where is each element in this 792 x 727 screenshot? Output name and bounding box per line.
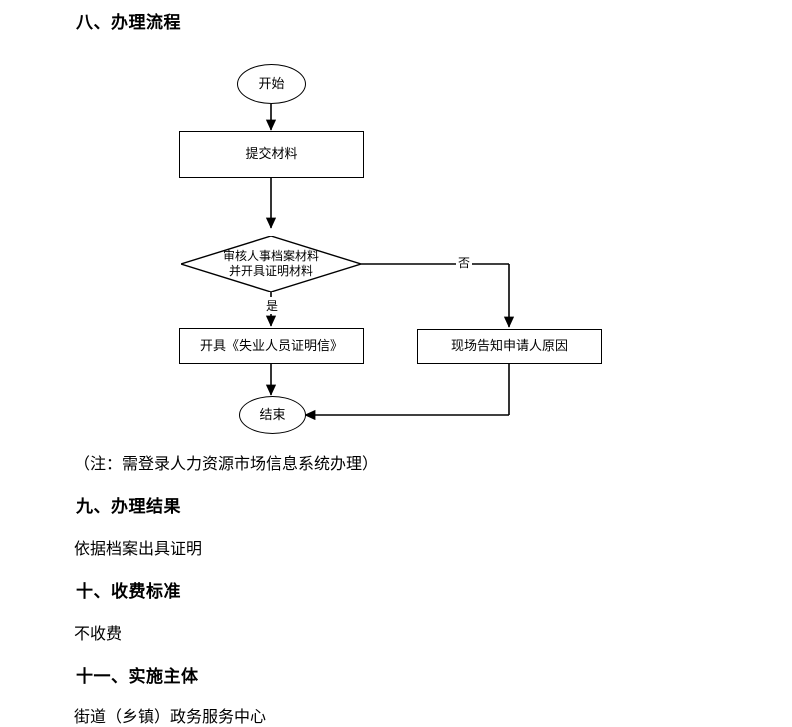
section-body-9: 依据档案出具证明 [74,541,203,558]
flowchart-note: （注：需登录人力资源市场信息系统办理） [74,456,379,473]
section-body-10: 不收费 [74,626,123,643]
decision-line-1: 审核人事档案材料 [222,249,319,263]
section-heading-9: 九、办理结果 [76,497,181,516]
flow-node-end: 结束 [239,396,306,434]
flow-node-inform-applicant: 现场告知申请人原因 [417,329,602,364]
section-heading-10: 十、收费标准 [76,582,181,601]
section-heading-8: 八、办理流程 [76,13,181,32]
flow-node-decision-label: 审核人事档案材料 并开具证明材料 [181,236,361,292]
flow-node-issue-certificate: 开具《失业人员证明信》 [179,328,364,364]
section-body-11: 街道（乡镇）政务服务中心 [74,709,267,726]
edge-label-yes: 是 [264,297,281,314]
flow-node-decision: 审核人事档案材料 并开具证明材料 [181,236,361,292]
section-heading-11: 十一、实施主体 [76,667,199,686]
decision-line-2: 并开具证明材料 [228,264,313,278]
diamond-shape [181,236,361,292]
flow-node-start: 开始 [237,64,306,104]
edge-label-no: 否 [456,254,473,271]
flow-node-submit-materials: 提交材料 [179,131,364,178]
